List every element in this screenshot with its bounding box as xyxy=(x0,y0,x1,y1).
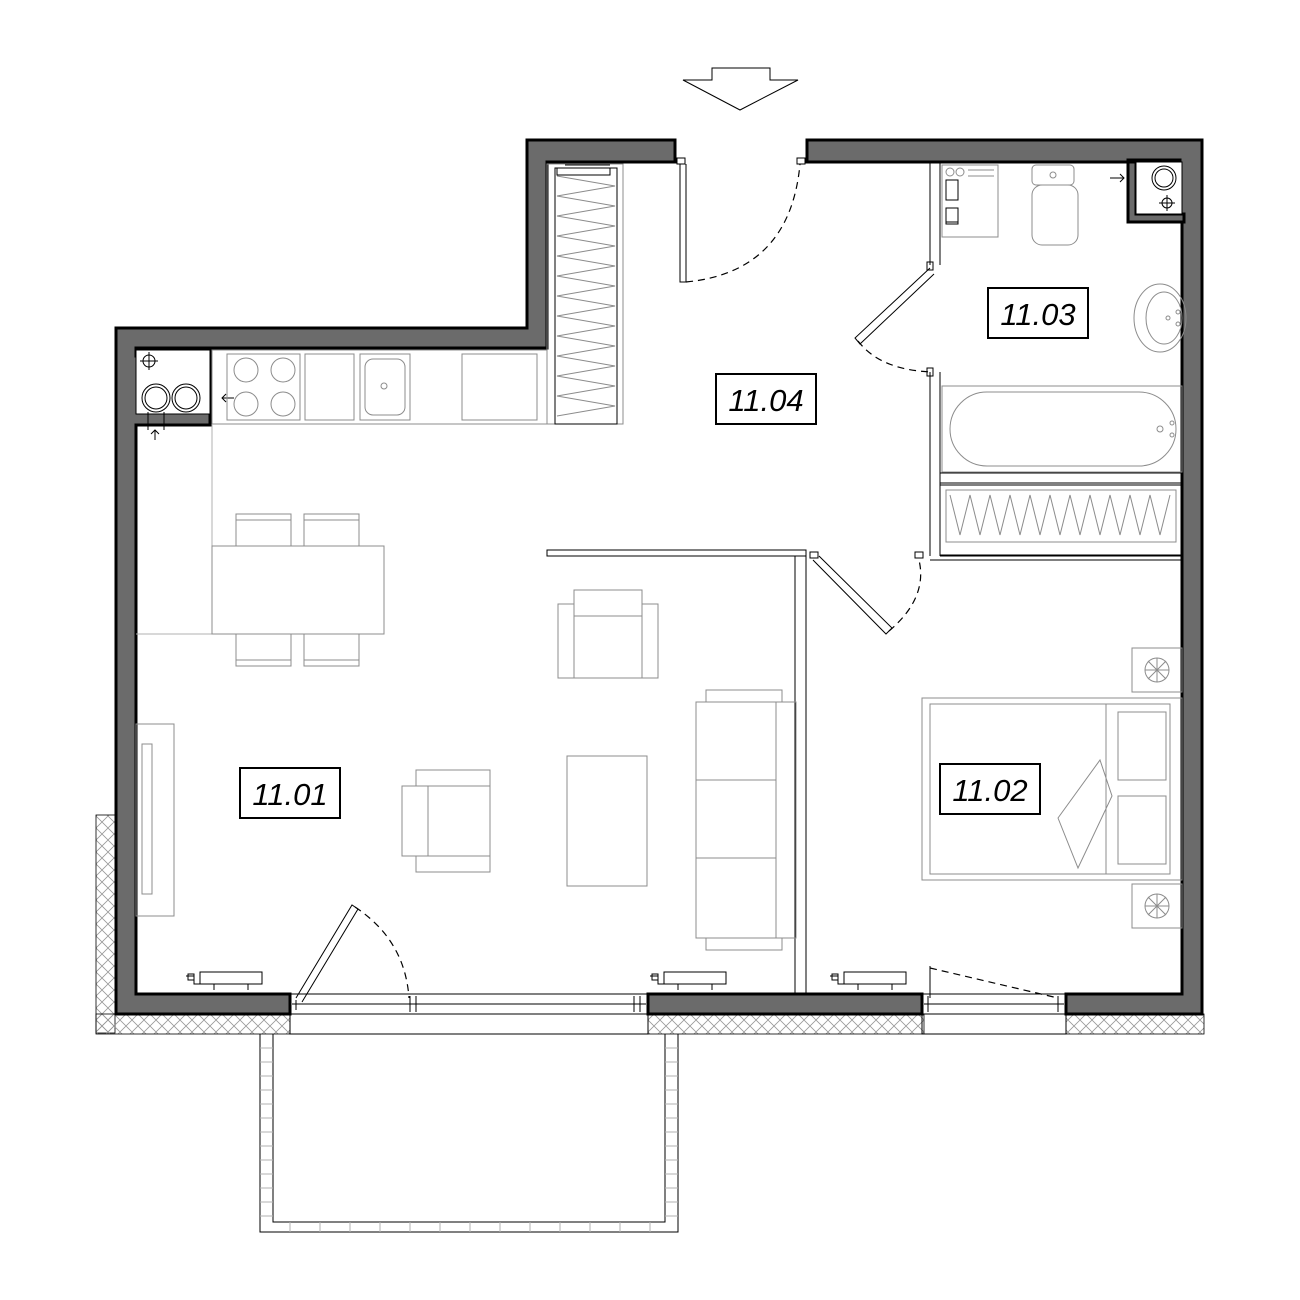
balcony-door[interactable] xyxy=(295,904,410,1003)
room-label-11-04: 11.04 xyxy=(715,373,817,425)
dining-table xyxy=(136,424,385,667)
down-arrow-icon xyxy=(682,67,799,111)
bathroom-door[interactable] xyxy=(854,261,935,377)
glazing xyxy=(289,993,1067,1035)
sofa xyxy=(695,689,797,951)
wardrobe-entrance xyxy=(546,163,624,425)
entrance-door[interactable] xyxy=(676,157,806,283)
bed xyxy=(921,647,1183,929)
tv-unit xyxy=(135,723,175,917)
room-label-text: 11.01 xyxy=(252,777,327,812)
room-label-text: 11.02 xyxy=(952,773,1027,808)
armchair-top xyxy=(557,589,659,679)
coffee-table xyxy=(566,755,648,887)
room-label-text: 11.03 xyxy=(1000,297,1075,332)
armchair-left xyxy=(401,769,491,873)
room-label-text: 11.04 xyxy=(728,383,803,418)
wardrobe-hall xyxy=(939,484,1183,556)
kitchen-counter xyxy=(211,349,548,425)
toilet xyxy=(1031,164,1079,246)
washbasin xyxy=(1133,283,1187,353)
balcony xyxy=(259,1034,679,1233)
room-label-11-02: 11.02 xyxy=(939,763,1041,815)
washing-machine xyxy=(941,164,999,238)
walls xyxy=(114,138,1204,1016)
shaft-left xyxy=(135,349,234,440)
bathtub xyxy=(941,385,1183,473)
bedroom-window-door[interactable] xyxy=(929,966,1059,999)
shaft-right xyxy=(1110,161,1183,215)
room-label-11-03: 11.03 xyxy=(987,287,1089,339)
bedroom-door[interactable] xyxy=(809,551,924,635)
partitions xyxy=(546,162,1182,994)
radiators xyxy=(186,971,907,990)
room-label-11-01: 11.01 xyxy=(239,767,341,819)
